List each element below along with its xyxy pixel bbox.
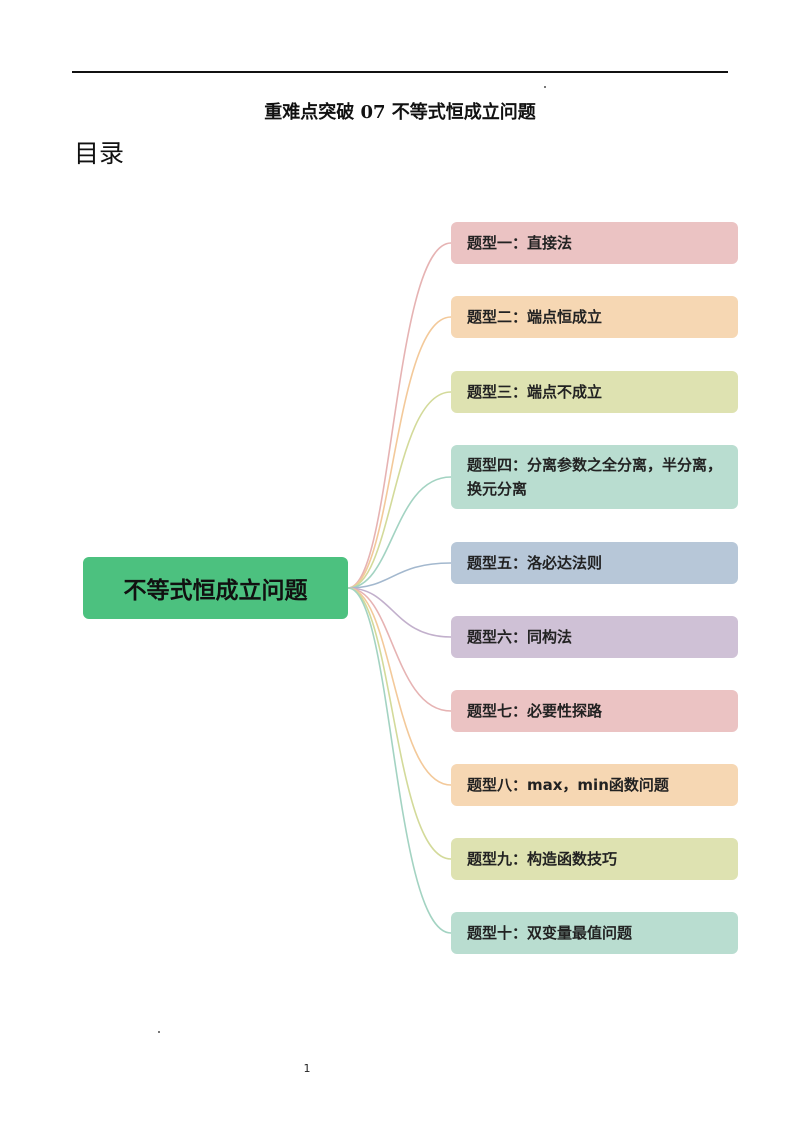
branch-node: 题型七：必要性探路 bbox=[451, 690, 738, 732]
branch-node: 题型一：直接法 bbox=[451, 222, 738, 264]
branch-connector bbox=[347, 587, 452, 638]
branch-node: 题型六：同构法 bbox=[451, 616, 738, 658]
branch-node: 题型八：max，min函数问题 bbox=[451, 764, 738, 806]
branch-connector bbox=[347, 587, 452, 934]
branch-connector bbox=[347, 316, 452, 589]
branch-node: 题型二：端点恒成立 bbox=[451, 296, 738, 338]
branch-connector bbox=[347, 242, 452, 589]
branch-connector bbox=[347, 562, 452, 589]
branch-node: 题型十：双变量最值问题 bbox=[451, 912, 738, 954]
branch-node: 题型五：洛必达法则 bbox=[451, 542, 738, 584]
header-rule bbox=[72, 71, 728, 73]
branch-node: 题型三：端点不成立 bbox=[451, 371, 738, 413]
branch-connector bbox=[347, 391, 452, 589]
branch-node: 题型九：构造函数技巧 bbox=[451, 838, 738, 880]
branch-connector bbox=[347, 476, 452, 589]
branch-node: 题型四：分离参数之全分离，半分离，换元分离 bbox=[451, 445, 738, 509]
page-title: 重难点突破 07 不等式恒成立问题 bbox=[264, 102, 536, 123]
branch-connector bbox=[347, 587, 452, 786]
branch-connector bbox=[347, 587, 452, 712]
toc-heading: 目录 bbox=[74, 139, 125, 168]
page-number: 1 bbox=[303, 1062, 311, 1075]
branch-connector bbox=[347, 587, 452, 860]
mindmap-root: 不等式恒成立问题 bbox=[83, 557, 348, 619]
scan-speck bbox=[158, 1031, 160, 1033]
scan-speck bbox=[544, 86, 546, 88]
